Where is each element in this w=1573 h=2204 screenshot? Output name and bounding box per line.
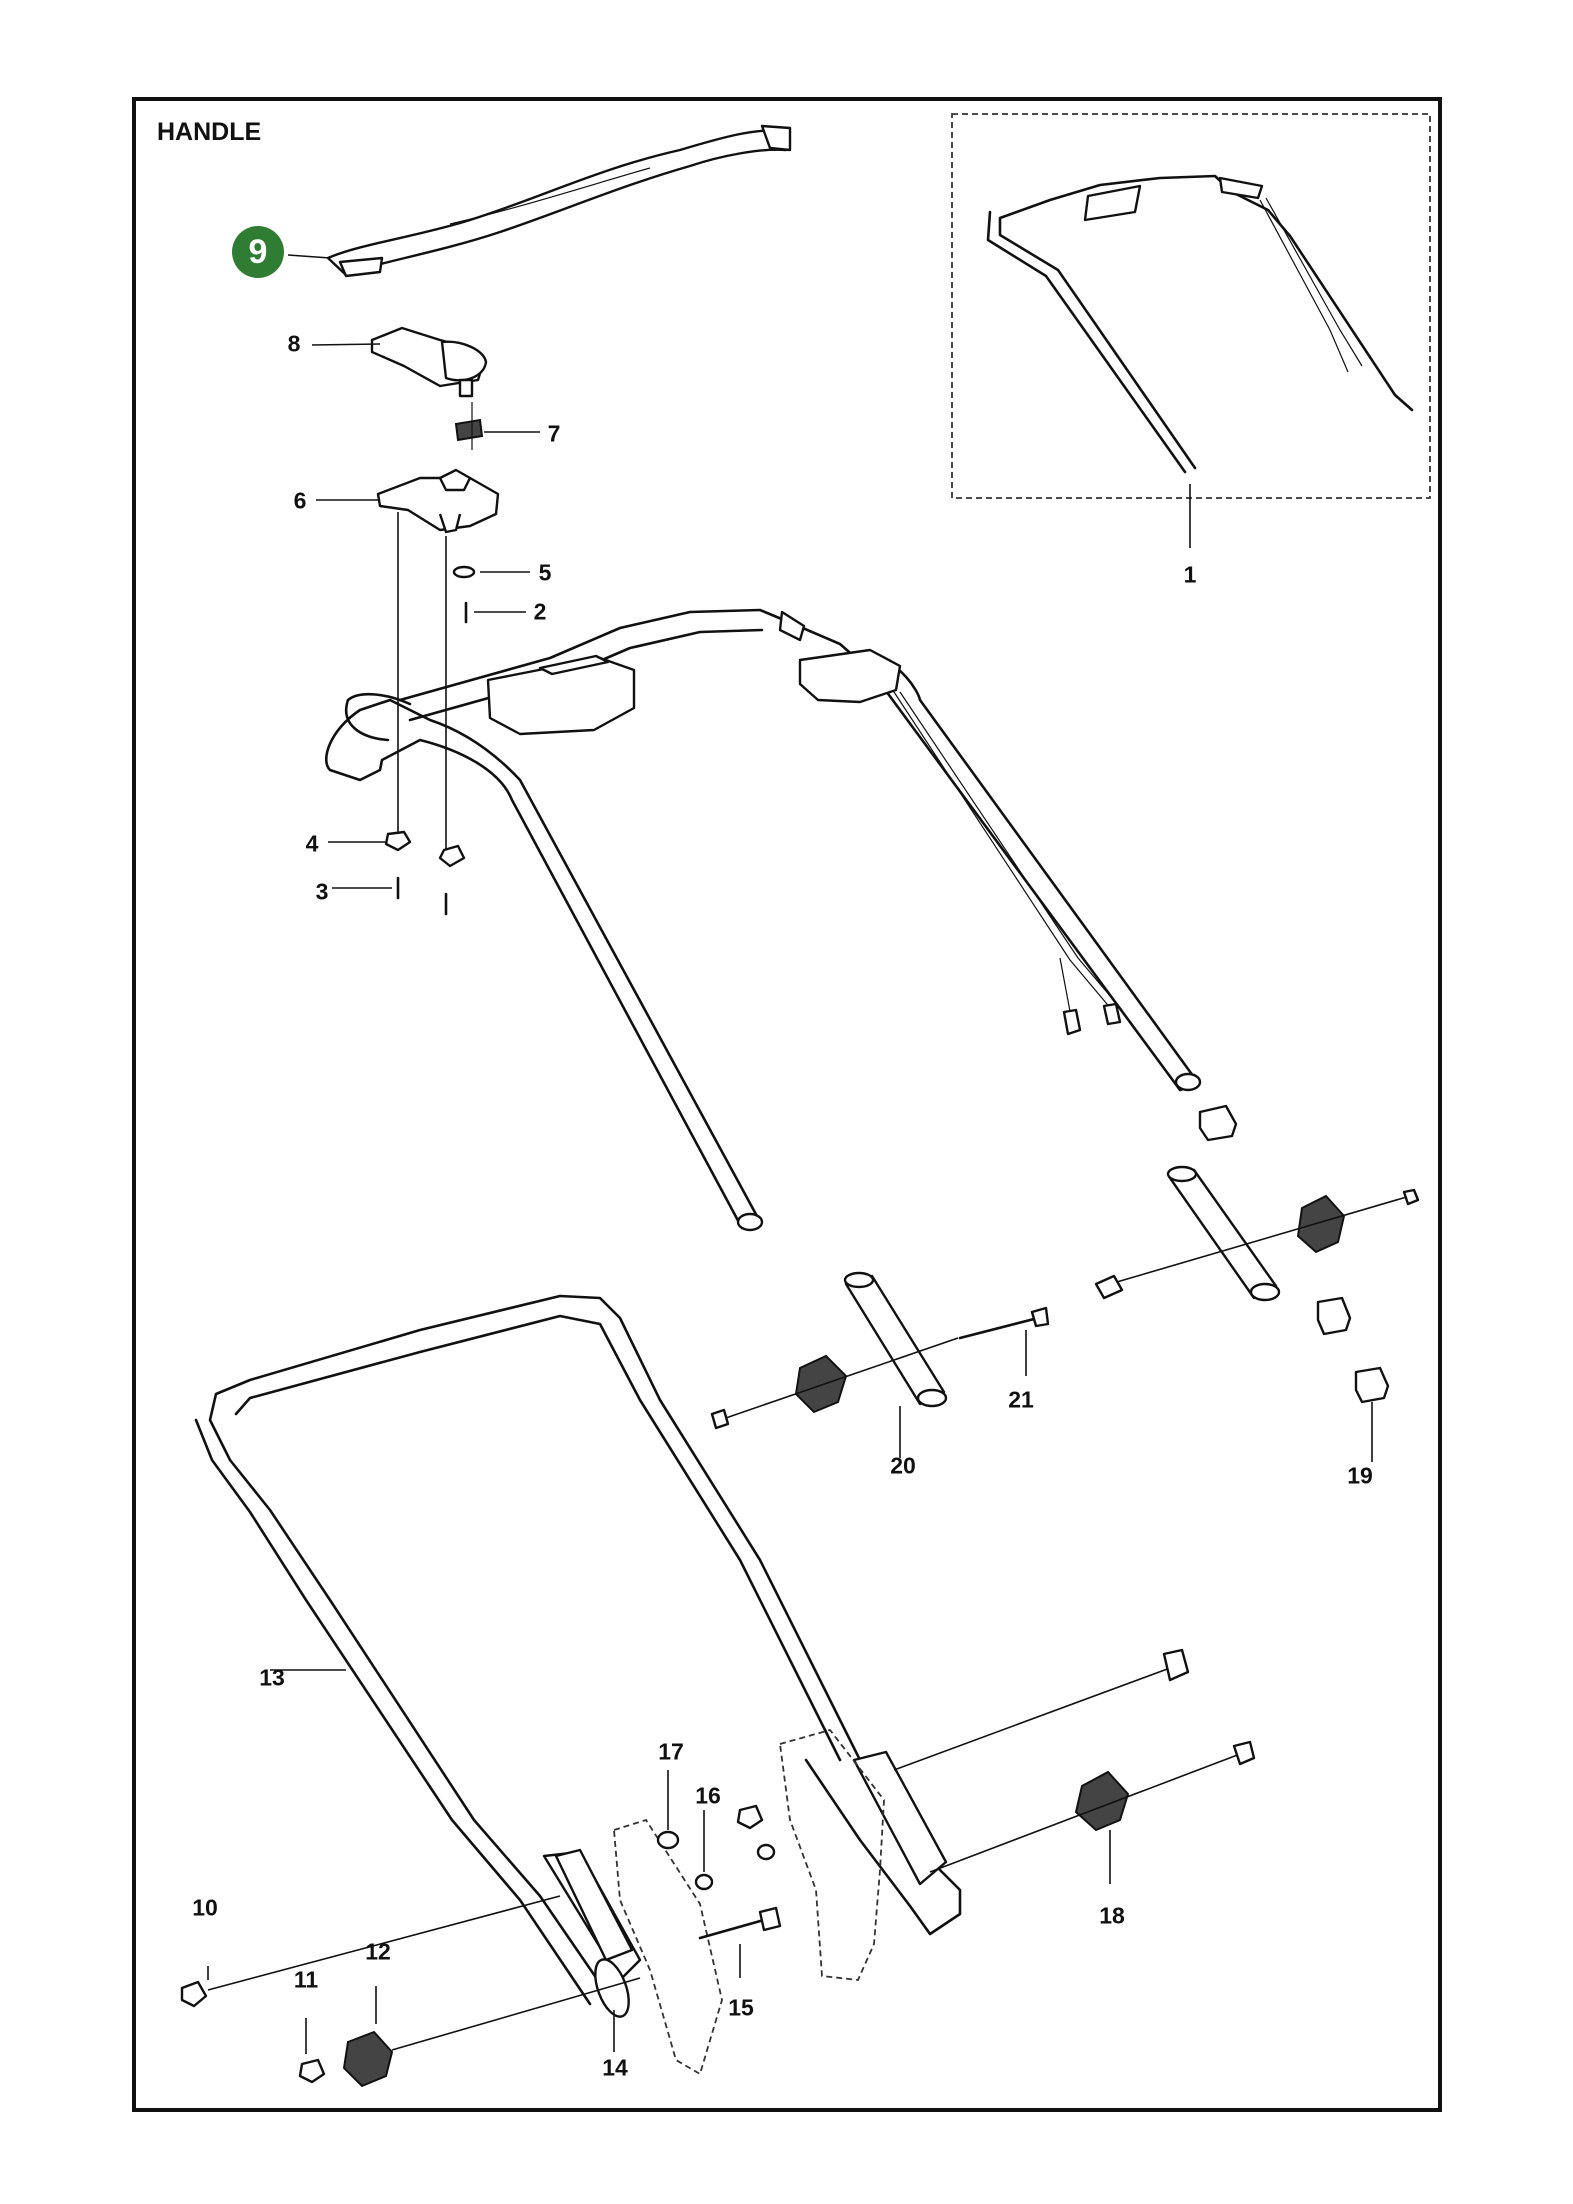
diagram-title: HANDLE — [157, 118, 262, 146]
diagram-frame — [132, 97, 1442, 2112]
callout-13[interactable]: 13 — [259, 1664, 285, 1691]
part-tube-20 — [843, 1271, 948, 1458]
part-nut-16b — [736, 1804, 776, 1861]
callout-5[interactable]: 5 — [538, 559, 552, 586]
part-hinge-plates — [554, 1728, 885, 2076]
part-clips-4 — [328, 830, 466, 868]
part-bolt-15 — [698, 1906, 782, 1978]
part-bolt-10 — [180, 1895, 561, 2008]
part-lever — [311, 326, 488, 398]
part-bolt-21 — [958, 1306, 1050, 1376]
part-knob-18 — [929, 1740, 1256, 1884]
part-washer-16 — [694, 1810, 714, 1891]
part-knob-12 — [342, 1977, 641, 2088]
callout-17[interactable]: 17 — [658, 1738, 684, 1765]
callout-16[interactable]: 16 — [695, 1782, 721, 1809]
callout-14[interactable]: 14 — [602, 2054, 628, 2081]
inset-assembly — [951, 113, 1431, 548]
part-upper-handle — [325, 608, 1202, 1232]
callout-12[interactable]: 12 — [365, 1938, 391, 1965]
callout-7[interactable]: 7 — [547, 420, 561, 447]
callout-2[interactable]: 2 — [533, 598, 547, 625]
callout-20[interactable]: 20 — [890, 1452, 916, 1479]
callout-6[interactable]: 6 — [293, 487, 307, 514]
callout-18[interactable]: 18 — [1099, 1902, 1125, 1929]
highlighted-callout-9[interactable]: 9 — [232, 226, 284, 278]
part-housing — [316, 468, 500, 534]
callout-1[interactable]: 1 — [1183, 561, 1197, 588]
part-knob-left — [710, 1337, 959, 1430]
part-top-cover — [287, 124, 792, 278]
callout-11[interactable]: 11 — [293, 1966, 319, 1993]
callout-4[interactable]: 4 — [305, 830, 319, 857]
part-washer-5 — [452, 565, 530, 579]
part-long-bolt — [893, 1648, 1190, 1771]
part-nut-11 — [298, 2018, 326, 2084]
part-tube-upper — [1166, 1165, 1281, 1302]
callout-3[interactable]: 3 — [315, 878, 329, 905]
part-screws-3 — [332, 876, 448, 916]
callout-10[interactable]: 10 — [192, 1894, 218, 1921]
part-spring — [454, 402, 540, 450]
part-knob-right — [1094, 1188, 1420, 1300]
callout-19[interactable]: 19 — [1347, 1462, 1373, 1489]
callout-21[interactable]: 21 — [1008, 1386, 1034, 1413]
callout-15[interactable]: 15 — [728, 1994, 754, 2021]
part-clips-19 — [1198, 1104, 1390, 1462]
part-washer-17 — [656, 1770, 680, 1850]
callout-8[interactable]: 8 — [287, 330, 301, 357]
part-screw-2 — [464, 601, 526, 624]
